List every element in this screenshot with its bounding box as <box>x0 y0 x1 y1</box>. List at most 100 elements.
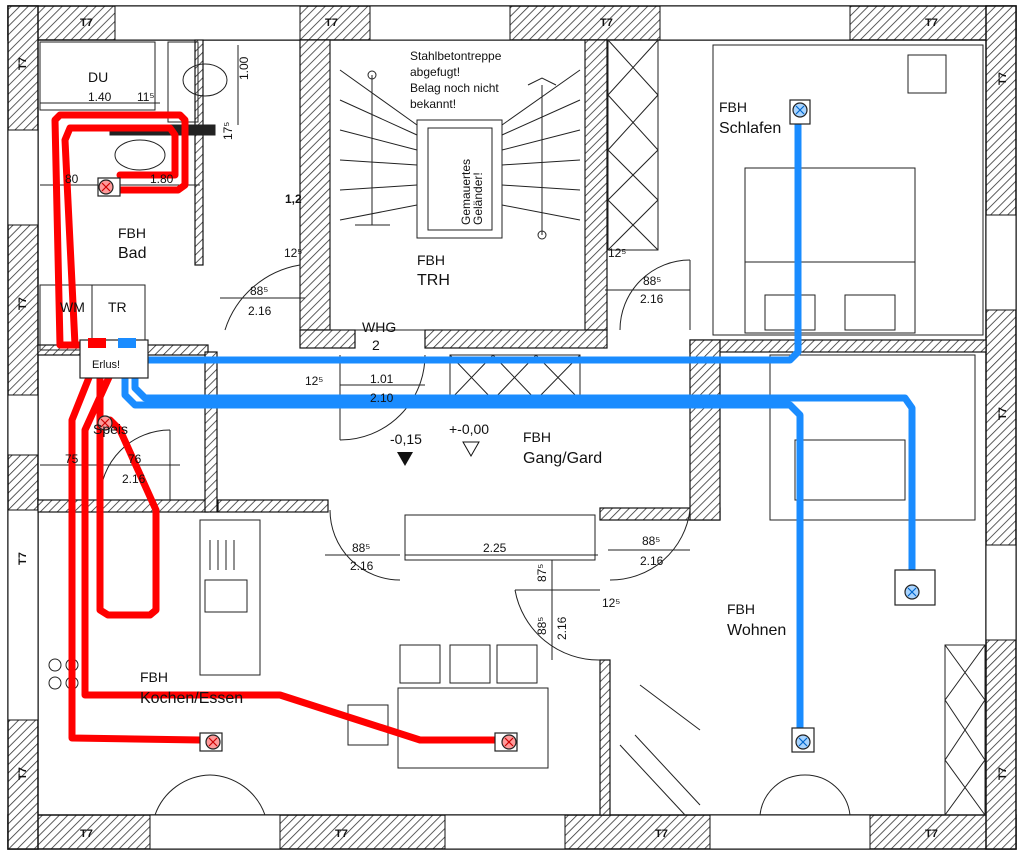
heating-circuit-wohnen <box>121 371 916 734</box>
manifold: Erlus! <box>79 338 149 379</box>
svg-text:T7: T7 <box>997 72 1009 85</box>
wall-stair-right <box>584 39 608 331</box>
thermostat-kuechen <box>199 732 223 752</box>
wall-corridor-bottom-l <box>37 499 209 513</box>
svg-text:87⁵: 87⁵ <box>535 564 549 582</box>
level-stair: -0,15 <box>390 431 422 447</box>
svg-text:12⁵: 12⁵ <box>608 246 626 260</box>
wall-corridor-top-r <box>689 339 987 353</box>
inner-walls <box>37 39 987 816</box>
svg-text:1.40: 1.40 <box>88 90 112 104</box>
level-marker-open <box>462 441 480 458</box>
living-furniture <box>619 354 976 816</box>
svg-text:Geländer!: Geländer! <box>471 172 485 225</box>
svg-text:88⁵: 88⁵ <box>642 534 660 548</box>
kitchen-furniture <box>48 519 851 816</box>
dimension-labels: 1.40 11⁵ 1.00 17⁵ 80 1.80 1,2 12⁵ 88⁵ 2.… <box>65 56 664 640</box>
svg-text:T7: T7 <box>997 767 1009 780</box>
svg-text:2.16: 2.16 <box>122 472 146 486</box>
svg-text:T7: T7 <box>17 57 29 70</box>
thermostat-schlafen <box>789 99 811 125</box>
svg-text:T7: T7 <box>17 297 29 310</box>
svg-text:75: 75 <box>65 452 79 466</box>
svg-text:T7: T7 <box>600 17 613 29</box>
stairs <box>329 39 586 331</box>
svg-text:2.16: 2.16 <box>640 292 664 306</box>
room-trh-name: TRH <box>417 272 450 289</box>
svg-text:17⁵: 17⁵ <box>221 122 235 140</box>
svg-text:2.25: 2.25 <box>483 541 507 555</box>
wall-corridor-right <box>689 339 721 521</box>
wall-stair-bottom-r <box>424 329 608 349</box>
svg-text:T7: T7 <box>325 17 338 29</box>
wall-kitchen-mid <box>217 499 329 513</box>
level-marker-filled <box>397 452 413 466</box>
svg-text:88⁵: 88⁵ <box>352 541 370 555</box>
shower-tray <box>39 41 156 111</box>
wall-stair-left <box>299 39 331 331</box>
wall-bath-right <box>194 39 204 266</box>
wall-corridor-left <box>204 351 218 513</box>
dimension-lines <box>40 45 690 660</box>
bedroom-furniture <box>712 44 984 336</box>
svg-text:1.00: 1.00 <box>237 56 251 80</box>
svg-text:T7: T7 <box>335 828 348 840</box>
whg-label: WHG <box>362 319 396 335</box>
room-kuechen-prefix: FBH <box>140 669 168 685</box>
svg-text:2.16: 2.16 <box>555 616 569 640</box>
svg-text:T7: T7 <box>80 828 93 840</box>
dining-table <box>397 687 549 769</box>
stair-note: Stahlbetontreppe abgefugt! Belag noch ni… <box>410 49 502 111</box>
room-wohnen-name: Wohnen <box>727 622 786 639</box>
whg-number: 2 <box>372 337 380 353</box>
svg-text:abgefugt!: abgefugt! <box>410 65 460 79</box>
room-du: DU <box>88 69 108 85</box>
svg-text:Stahlbetontreppe: Stahlbetontreppe <box>410 49 502 63</box>
heating-circuit-bad <box>51 111 189 349</box>
svg-text:T7: T7 <box>17 552 29 565</box>
svg-text:Belag noch nicht: Belag noch nicht <box>410 81 499 95</box>
wash-basin <box>114 139 166 171</box>
svg-text:T7: T7 <box>17 767 29 780</box>
thermostat-speis <box>97 415 113 431</box>
heating-circuit-kuechen <box>68 371 499 744</box>
svg-text:bekannt!: bekannt! <box>410 97 456 111</box>
svg-text:11⁵: 11⁵ <box>137 90 154 104</box>
heating-circuit-schlafen <box>136 116 802 364</box>
svg-text:2.16: 2.16 <box>248 304 272 318</box>
svg-text:88⁵: 88⁵ <box>250 284 268 298</box>
room-gang-name: Gang/Gard <box>523 450 602 467</box>
thermostat-essen <box>494 732 518 752</box>
svg-text:88⁵: 88⁵ <box>643 274 661 288</box>
svg-text:12⁵: 12⁵ <box>602 596 620 610</box>
svg-text:T7: T7 <box>80 17 93 29</box>
svg-text:12⁵: 12⁵ <box>284 246 302 260</box>
thermostat-wohnen-2 <box>791 727 815 753</box>
level-markers <box>397 441 480 466</box>
room-bad-prefix: FBH <box>118 225 146 241</box>
wall-type-labels: T7 T7 T7 T7 T7 T7 T7 T7 T7 T7 T7 T7 T7 T… <box>17 17 1009 840</box>
svg-text:80: 80 <box>65 172 79 186</box>
svg-text:T7: T7 <box>925 17 938 29</box>
svg-text:76: 76 <box>128 452 142 466</box>
svg-text:2.10: 2.10 <box>370 391 394 405</box>
level-floor: +-0,00 <box>449 421 489 437</box>
room-labels: DU FBH Bad FBH TRH FBH Schlafen FBH Gang… <box>60 69 786 707</box>
thermostat-bad <box>97 177 121 197</box>
manifold-label: Erlus! <box>92 359 120 371</box>
room-speis: Speis <box>93 421 128 437</box>
wall-right <box>985 5 1017 850</box>
svg-text:2.16: 2.16 <box>640 554 664 568</box>
room-schlafen-name: Schlafen <box>719 120 781 137</box>
svg-text:T7: T7 <box>925 828 938 840</box>
kitchen-island <box>199 519 261 676</box>
railing-note: Gemauertes Geländer! <box>459 159 485 225</box>
appliance-tr: TR <box>108 299 127 315</box>
room-wohnen-prefix: FBH <box>727 601 755 617</box>
svg-text:1.01: 1.01 <box>370 372 394 386</box>
svg-text:Gemauertes: Gemauertes <box>459 159 473 225</box>
svg-text:12⁵: 12⁵ <box>305 374 323 388</box>
svg-text:1.80: 1.80 <box>150 172 174 186</box>
svg-text:T7: T7 <box>655 828 668 840</box>
